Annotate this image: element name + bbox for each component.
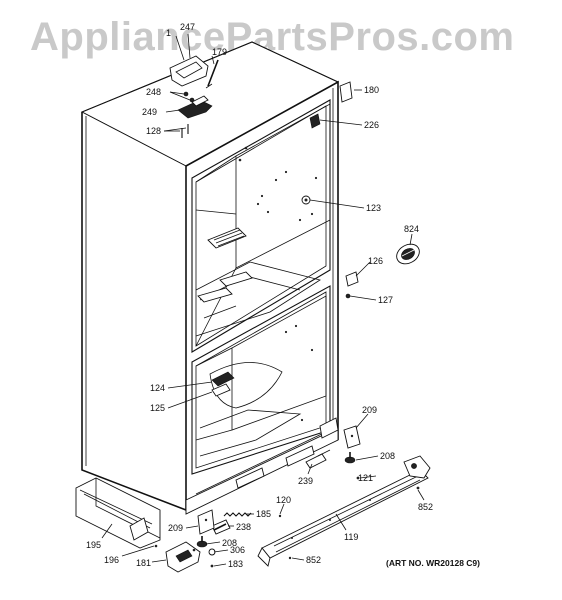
callout-183: 183 [228,559,243,569]
top-hinge-assembly [169,55,219,138]
callout-181: 181 [136,558,151,568]
callout-labels: 1 247 179 180 248 249 128 226 123 824 12… [86,22,433,569]
part-180 [339,81,353,103]
callout-247: 247 [180,22,195,32]
part-196 [154,544,158,548]
callout-128: 128 [146,126,161,136]
part-185 [223,512,252,517]
callout-124: 124 [150,383,165,393]
part-127 [345,293,351,299]
part-824 [396,243,420,265]
callout-185: 185 [256,509,271,519]
part-852-bottom [288,556,292,560]
part-209-right [343,425,361,449]
part-852-right [416,486,420,490]
callout-209-left: 209 [168,523,183,533]
callout-226: 226 [364,120,379,130]
callout-125: 125 [150,403,165,413]
part-119 [257,455,431,567]
callout-852-bottom: 852 [306,555,321,565]
callout-179: 179 [212,47,227,57]
callout-249: 249 [142,107,157,117]
part-208-right [344,452,356,464]
callout-239: 239 [298,476,313,486]
part-120 [278,514,282,518]
callout-208-right: 208 [380,451,395,461]
callout-209-right: 209 [362,405,377,415]
part-195-grille [75,477,161,549]
callout-1: 1 [166,28,171,38]
callout-208-left: 208 [222,538,237,548]
callout-121: 121 [358,473,373,483]
part-208-left [196,536,208,548]
callout-248: 248 [146,87,161,97]
part-238 [211,519,231,535]
callout-120: 120 [276,495,291,505]
callout-195: 195 [86,540,101,550]
art-number: (ART NO. WR20128 C9) [386,558,480,568]
callout-180: 180 [364,85,379,95]
callout-123: 123 [366,203,381,213]
part-126 [345,271,359,287]
part-125 [211,383,231,397]
callout-126: 126 [368,256,383,266]
part-183 [210,564,214,568]
callout-852-right: 852 [418,502,433,512]
fresh-food-compartment [191,99,331,353]
part-226 [309,113,321,129]
callout-824: 824 [404,224,419,234]
callout-306: 306 [230,545,245,555]
callout-127: 127 [378,295,393,305]
callout-238: 238 [236,522,251,532]
callout-196: 196 [104,555,119,565]
part-209-left [197,509,215,535]
part-239 [305,449,331,469]
part-181 [165,541,201,573]
part-121 [356,476,360,480]
leader-lines [101,33,425,567]
callout-119: 119 [344,532,358,542]
bottom-frame [185,417,339,515]
part-124 [211,371,235,387]
